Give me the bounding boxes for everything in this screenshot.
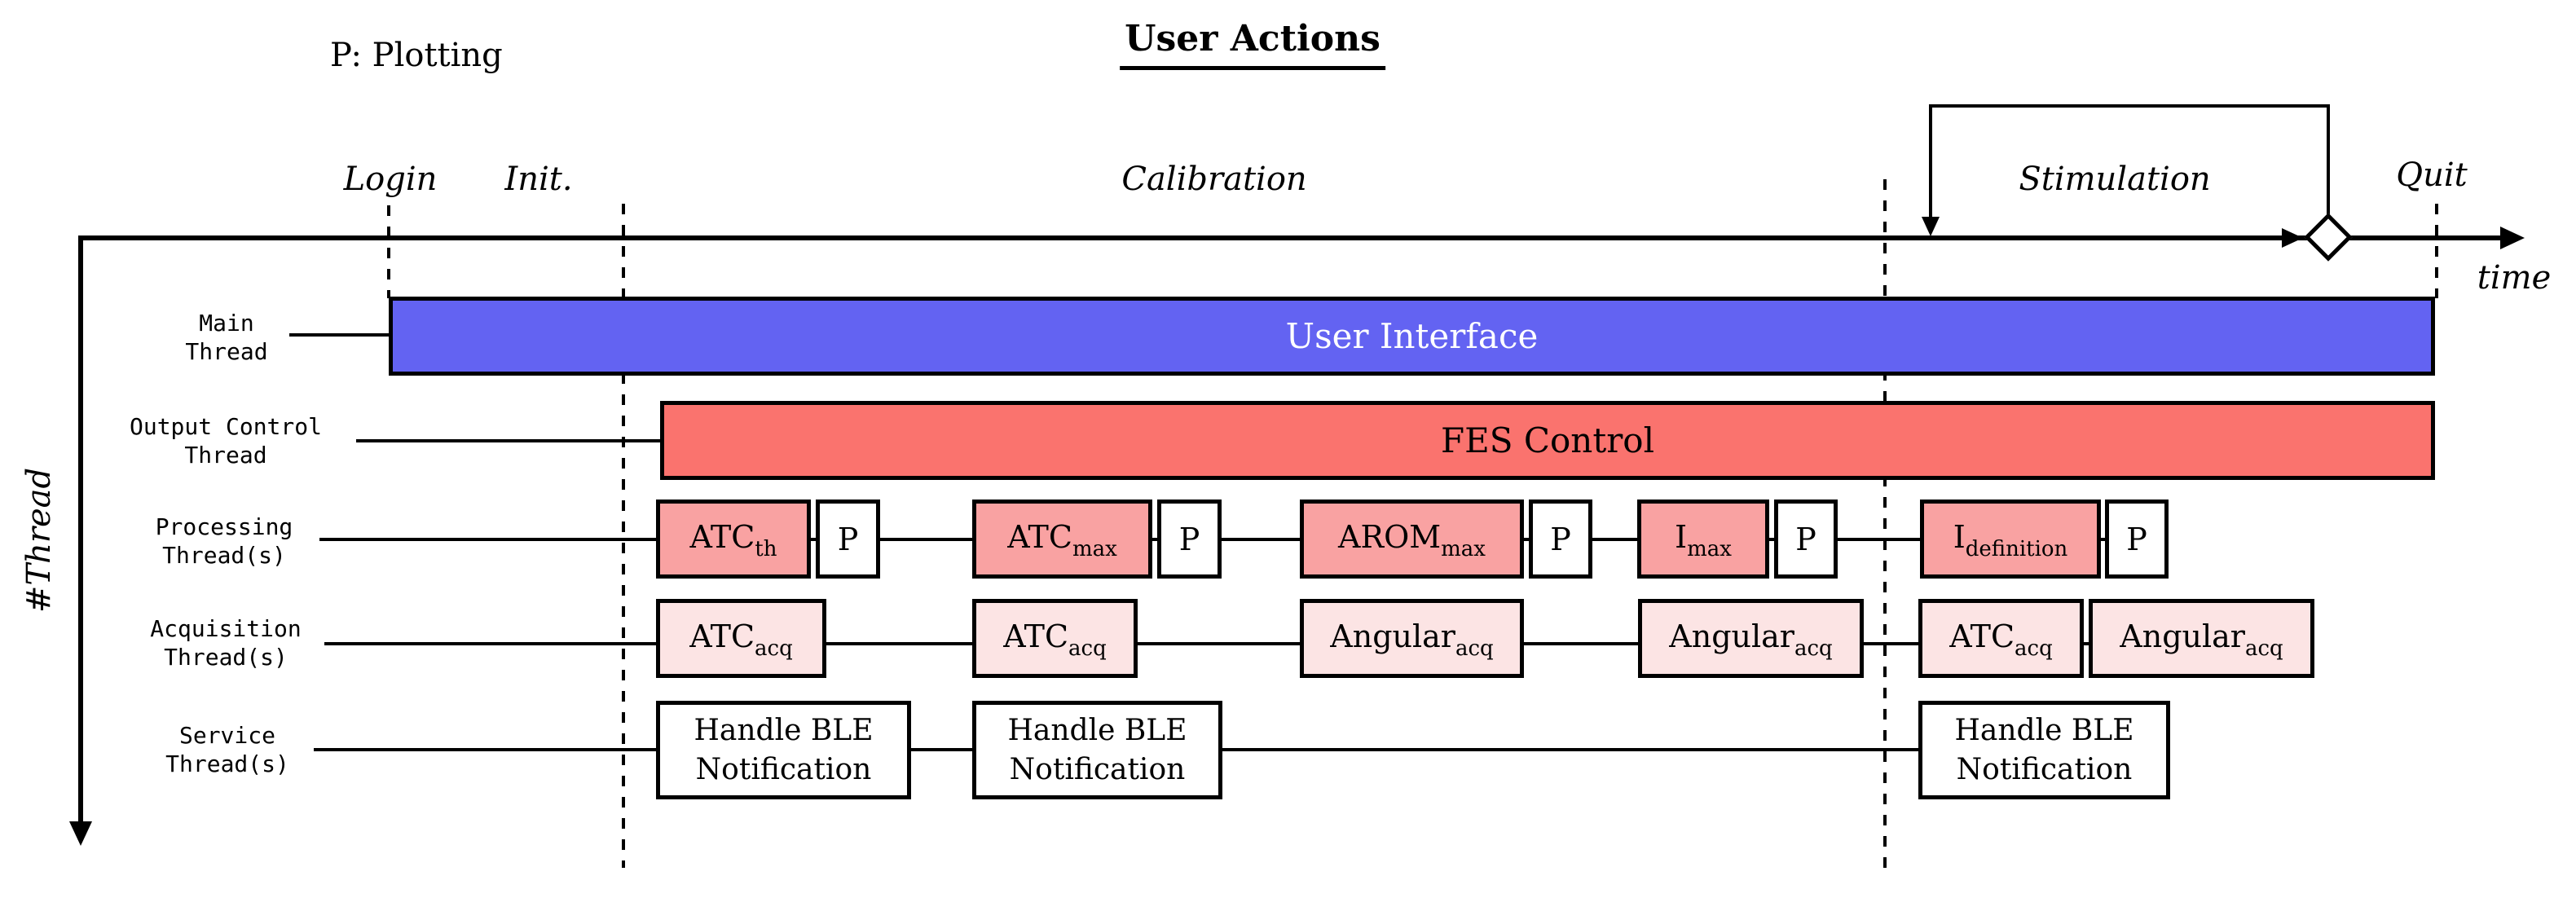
loop-right-line [2327,104,2330,217]
phase-divider-stimulation [1883,179,1887,868]
task-box-plot-2: P [1157,500,1222,579]
thread-axis-arrowhead-icon [69,821,92,846]
output-thread-connector-line [356,439,660,442]
thread-label-line: Thread [184,442,267,469]
task-label: P [837,521,859,557]
task-box-plot-1: P [816,500,880,579]
decision-diamond-icon [2304,213,2353,262]
task-label: P [1550,521,1571,557]
task-label: ATCth [689,518,777,561]
task-box-angular-acq-2: Angularacq [1638,599,1864,678]
task-label: AROMmax [1338,518,1486,561]
service-row-line [314,748,2170,751]
task-label: P [1178,521,1200,557]
thread-label-service: Service Thread(s) [121,721,333,778]
user-interface-bar-label: User Interface [1285,316,1539,356]
phase-divider-init [622,204,625,868]
loop-return-arrowhead-icon [1922,217,1940,236]
fes-control-bar: FES Control [660,401,2435,480]
loop-top-line [1929,104,2330,108]
thread-label-line: Thread(s) [162,542,286,569]
task-box-angular-acq-1: Angularacq [1300,599,1524,678]
task-box-atc-th: ATCth [656,500,811,579]
task-box-arom-max: AROMmax [1300,500,1524,579]
user-interface-bar: User Interface [389,297,2435,376]
task-box-angular-acq-3: Angularacq [2089,599,2314,678]
fes-control-bar-label: FES Control [1440,420,1655,460]
loop-entry-arrowhead-icon [2282,228,2303,248]
phase-label-calibration: Calibration [1121,161,1307,198]
task-label: Idefinition [1953,518,2068,561]
thread-label-processing: Processing Thread(s) [118,513,330,570]
task-label: ATCacq [689,618,793,661]
thread-label-output-control: Output Control Thread [95,412,356,469]
plotting-legend-note: P: Plotting [330,37,503,74]
task-label: Imax [1675,518,1732,561]
thread-label-line: Main [199,310,254,337]
task-box-atc-acq-1: ATCacq [656,599,826,678]
thread-label-main: Main Thread [145,309,308,366]
page-title: User Actions [1120,18,1385,70]
loop-left-line [1929,104,1932,220]
task-box-i-definition: Idefinition [1920,500,2101,579]
phase-label-stimulation: Stimulation [2019,161,2211,198]
phase-label-init: Init. [504,161,573,198]
task-box-plot-3: P [1529,500,1592,579]
thread-axis-label: #Thread [20,467,58,614]
task-box-atc-max: ATCmax [972,500,1152,579]
task-box-i-max: Imax [1637,500,1769,579]
task-label: ATCacq [1949,618,2053,661]
task-box-plot-4: P [1774,500,1838,579]
thread-label-acquisition: Acquisition Thread(s) [112,614,340,671]
time-axis-arrowhead-icon [2500,227,2525,249]
thread-label-line: Service [178,722,275,749]
task-label: ATCmax [1007,518,1117,561]
phase-divider-login [387,205,390,298]
main-thread-connector-line [289,333,389,337]
task-label: ATCacq [1003,618,1107,661]
thread-label-line: Output Control [129,413,322,440]
task-box-atc-acq-3: ATCacq [1918,599,2084,678]
thread-label-line: Thread(s) [164,644,288,671]
task-label: P [1795,521,1816,557]
phase-label-quit: Quit [2396,156,2468,194]
phase-label-login: Login [343,161,438,198]
task-label: Angularacq [1669,618,1833,661]
thread-label-line: Processing [155,513,293,540]
task-box-plot-5: P [2105,500,2169,579]
thread-label-line: Thread(s) [165,750,289,777]
task-box-atc-acq-2: ATCacq [972,599,1138,678]
processing-row-line [319,538,2168,541]
thread-label-line: Acquisition [150,615,302,642]
task-label: Angularacq [2120,618,2283,661]
thread-axis-line [78,235,83,825]
time-axis-label: time [2477,259,2552,297]
time-axis-line [80,235,2504,240]
phase-divider-quit [2435,204,2438,298]
task-label: P [2126,521,2147,557]
task-label: Angularacq [1330,618,1494,661]
thread-label-line: Thread [185,338,268,365]
